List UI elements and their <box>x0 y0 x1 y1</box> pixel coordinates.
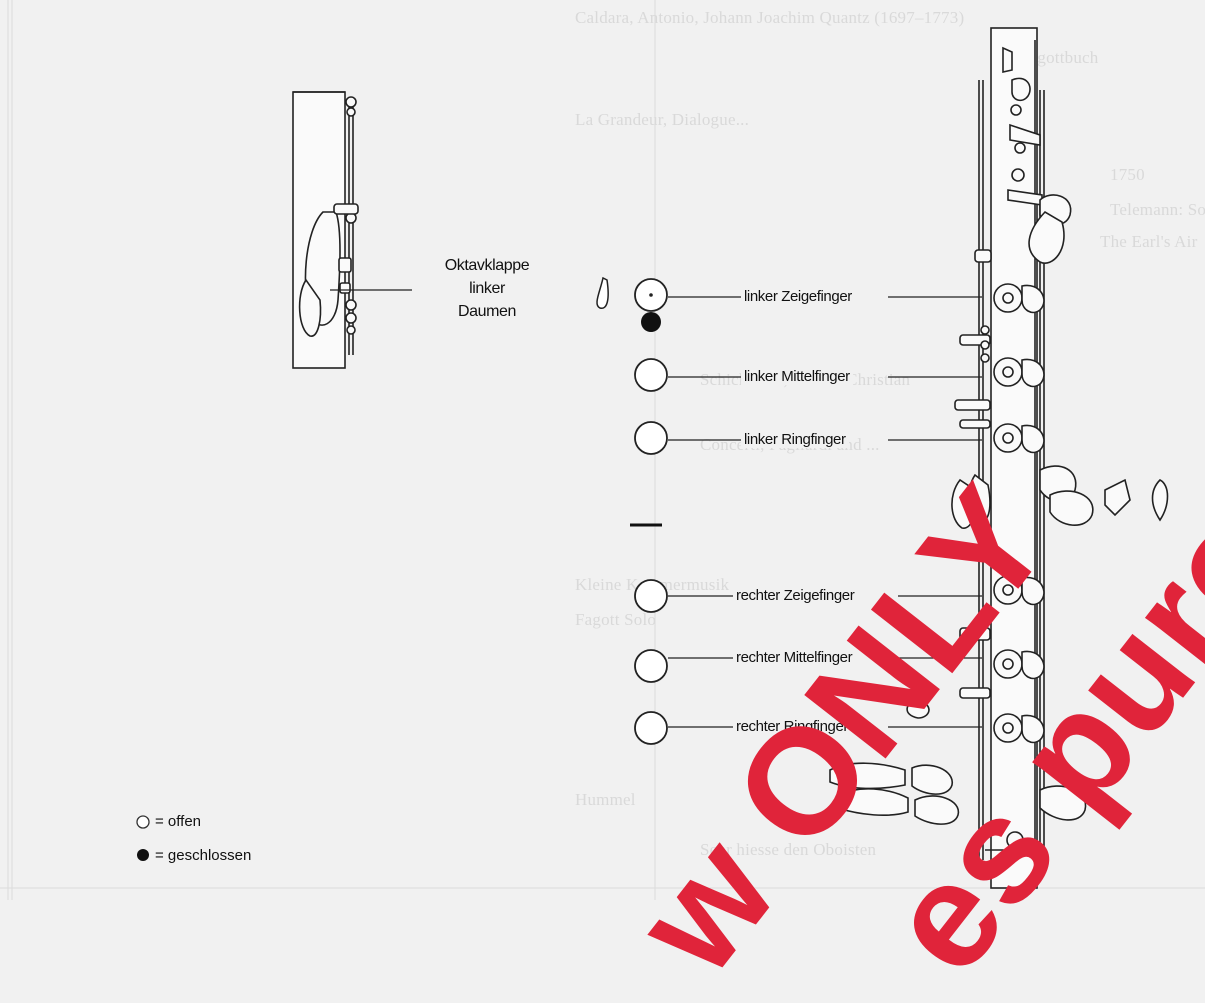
label-linker-ringfinger: linker Ringfinger <box>741 431 849 448</box>
diagram-graphics <box>0 0 1205 900</box>
octave-key-caption: Oktavklappe linker Daumen <box>414 254 560 323</box>
oboe-body <box>829 27 1169 889</box>
upper-joint-detail <box>292 91 359 369</box>
thumb-hole-dot <box>649 293 653 297</box>
bg-line: The Earl's Air <box>1100 232 1198 251</box>
closed-thumb-circle <box>641 312 661 332</box>
legend-open-icon <box>136 815 150 829</box>
label-rechter-zeigefinger: rechter Zeigefinger <box>733 587 858 604</box>
label-rechter-mittelfinger: rechter Mittelfinger <box>733 649 856 666</box>
label-linker-mittelfinger: linker Mittelfinger <box>741 368 853 385</box>
label-rechter-ringfinger: rechter Ringfinger <box>733 718 852 735</box>
bg-line: 1750 <box>1110 165 1145 184</box>
bg-line: Telemann: Sonate <box>1110 200 1205 219</box>
octave-key-line: linker <box>469 280 505 297</box>
hole-circle-rechter-zeigefinger <box>634 579 668 613</box>
hole-circle-linker-mittelfinger <box>634 358 668 392</box>
legend-closed-icon <box>137 849 149 861</box>
octave-key-line: Daumen <box>457 303 517 320</box>
octave-key-line: Oktavklappe <box>444 257 530 274</box>
legend-open-label: = offen <box>155 813 202 830</box>
bg-line: Hummel <box>575 790 636 809</box>
bg-line: La Grandeur, Dialogue... <box>575 110 750 129</box>
hole-circle-rechter-ringfinger <box>634 711 668 745</box>
bg-line: Sehr hiesse den Oboisten <box>700 840 877 859</box>
hole-circle-linker-ringfinger <box>634 421 668 455</box>
legend-closed-label: = geschlossen <box>155 847 252 864</box>
bg-line: Caldara, Antonio, Johann Joachim Quantz … <box>575 8 965 27</box>
hole-circles <box>634 278 668 745</box>
hole-circle-rechter-mittelfinger <box>634 649 668 683</box>
label-linker-zeigefinger: linker Zeigefinger <box>741 288 855 305</box>
octave-key-icon <box>596 276 609 309</box>
bg-line: Fagott Solo <box>575 610 657 629</box>
bg-line: Fagottbuch <box>1020 48 1099 67</box>
